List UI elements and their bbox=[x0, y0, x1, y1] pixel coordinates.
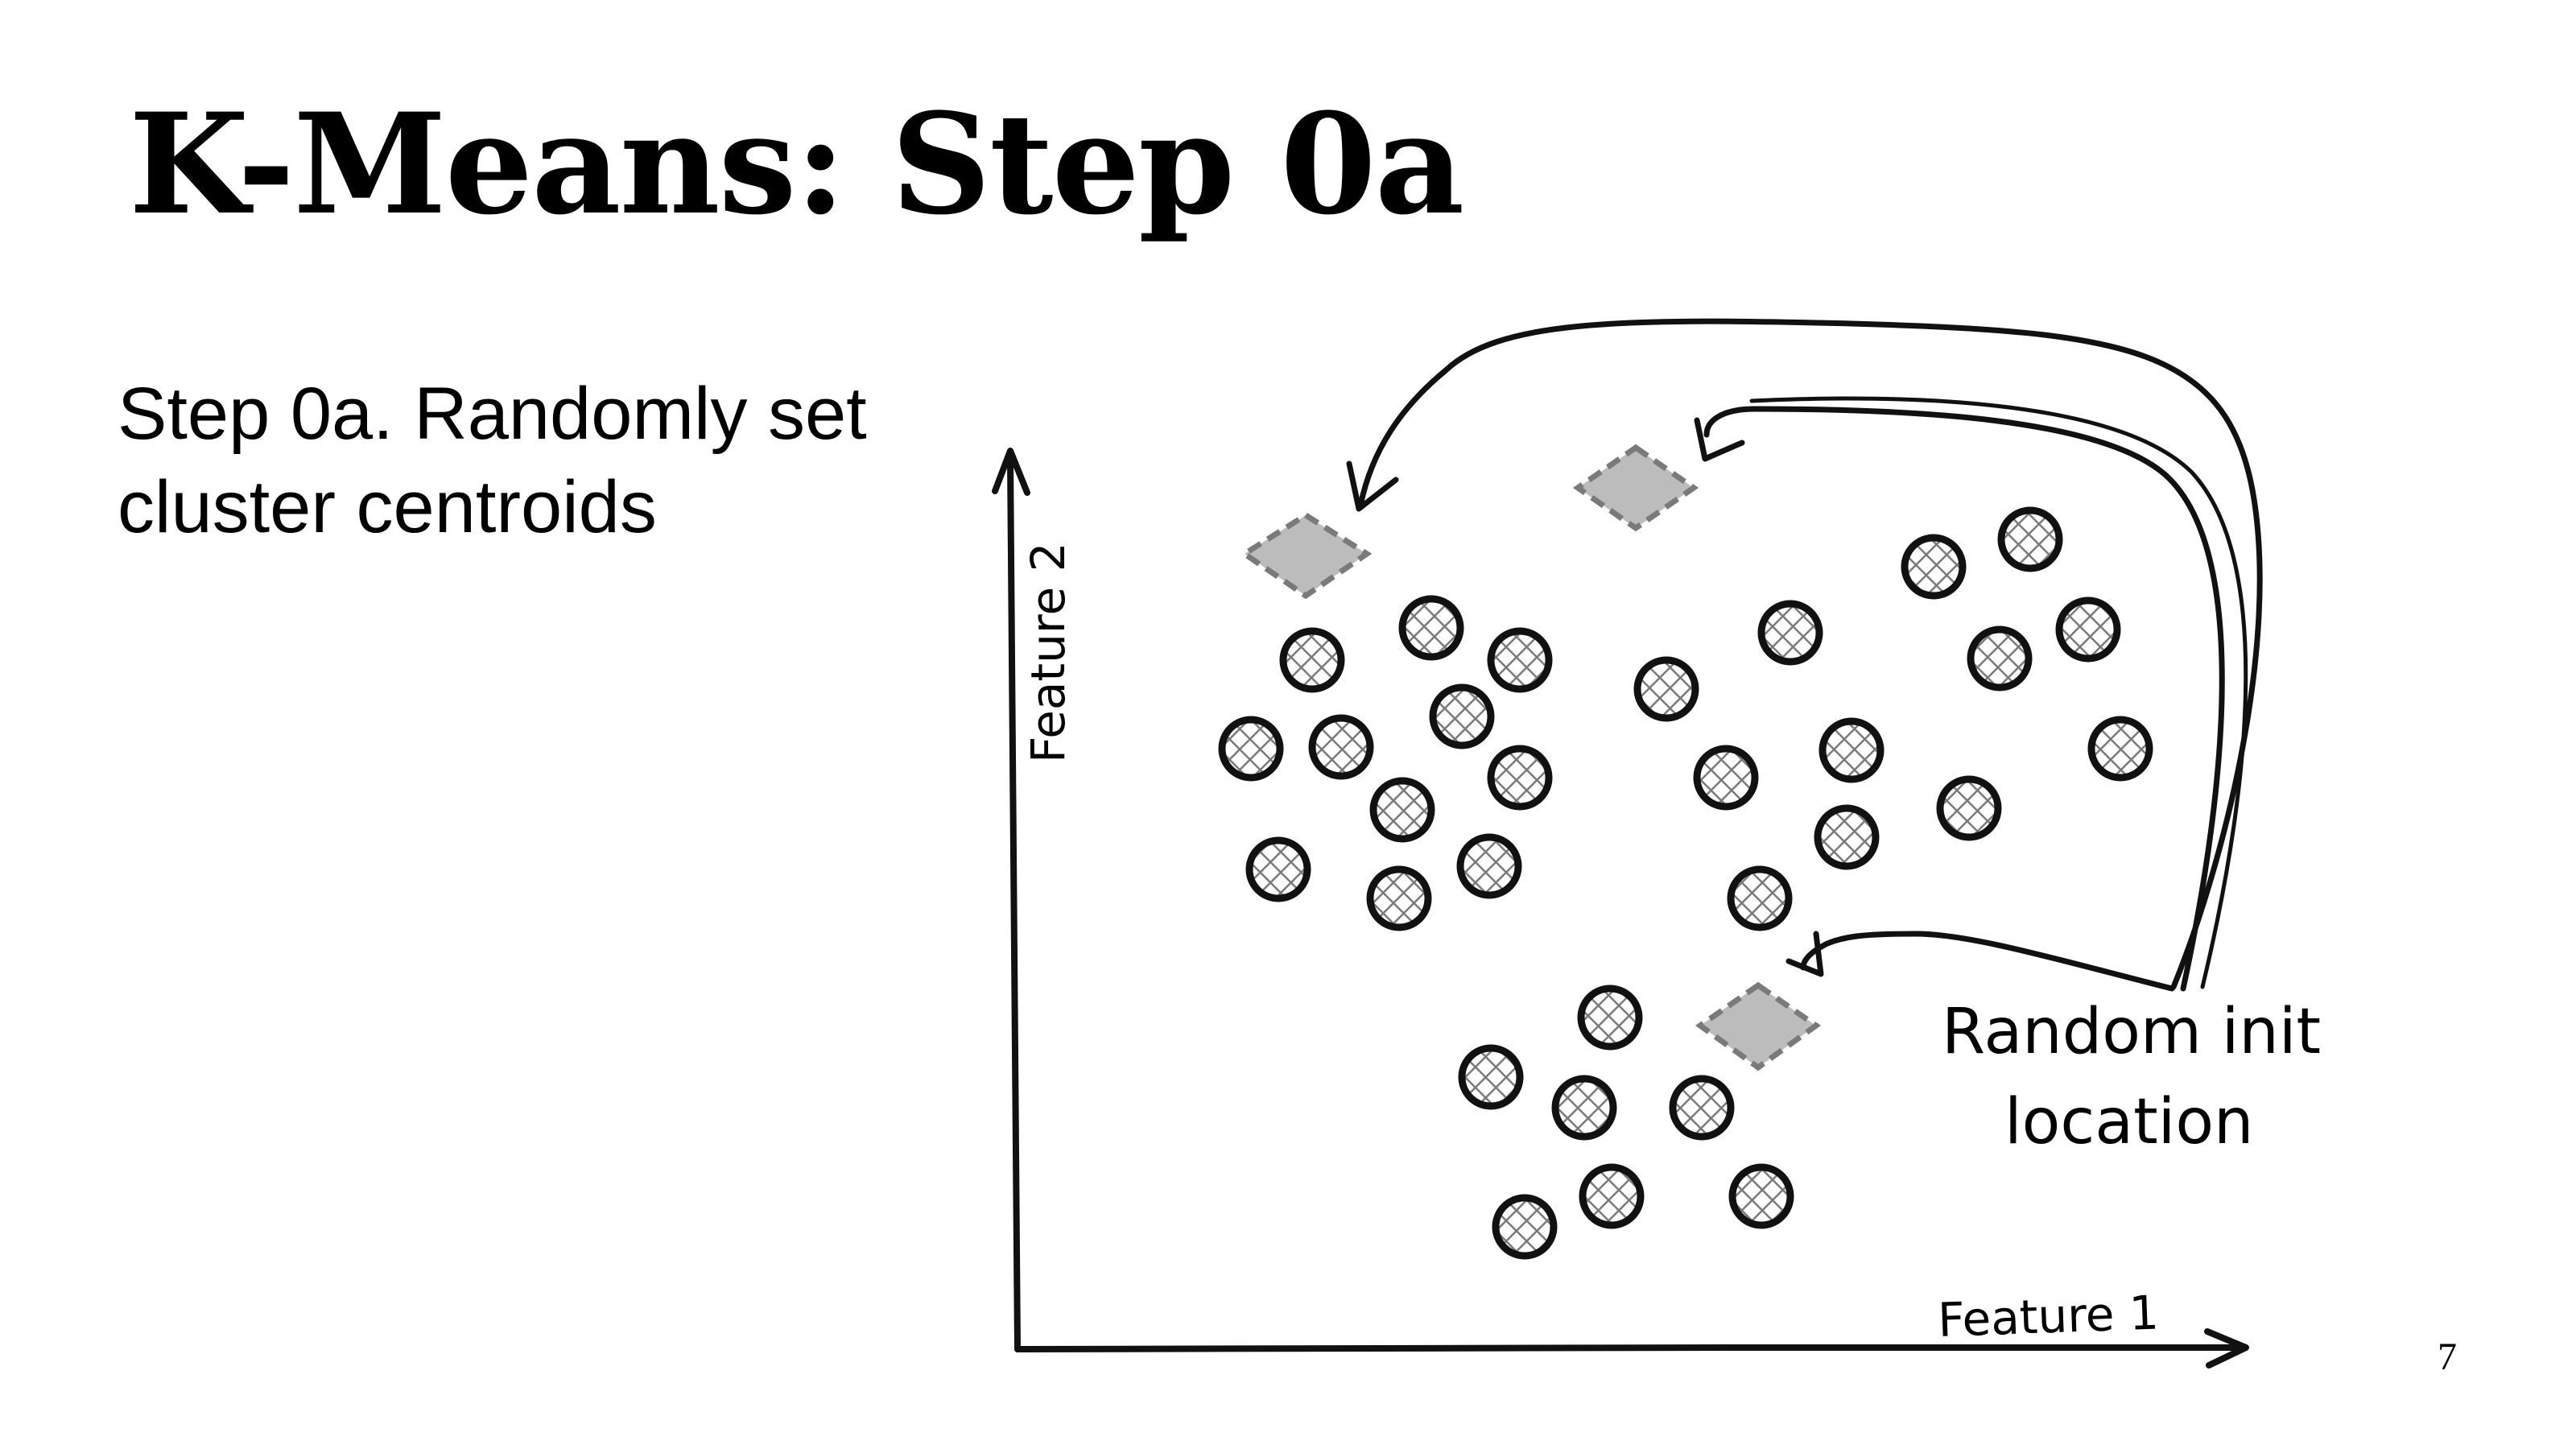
data-point bbox=[1577, 985, 1643, 1051]
data-point bbox=[1579, 1163, 1645, 1229]
data-point bbox=[1814, 804, 1880, 870]
data-point bbox=[1366, 865, 1432, 931]
data-point bbox=[2087, 716, 2153, 782]
data-point bbox=[1429, 683, 1495, 749]
y-axis bbox=[992, 448, 1030, 1352]
annotation-line-2: location bbox=[2004, 1086, 2254, 1158]
data-point bbox=[1997, 506, 2063, 572]
data-point bbox=[1551, 1075, 1617, 1141]
arrow-to-centroid-3 bbox=[1785, 931, 2175, 992]
step-description: Step 0a. Randomly set cluster centroids bbox=[118, 373, 867, 548]
data-point bbox=[1458, 1044, 1524, 1110]
page-number: 7 bbox=[2438, 1335, 2457, 1378]
data-point bbox=[1308, 714, 1374, 780]
data-point bbox=[1818, 717, 1885, 783]
data-point bbox=[1669, 1075, 1735, 1141]
arrow-to-centroid-2 bbox=[1694, 396, 2248, 992]
data-point bbox=[1967, 625, 2033, 691]
data-point bbox=[1279, 627, 1345, 693]
annotation-line-1: Random init bbox=[1942, 996, 2321, 1068]
data-point bbox=[1633, 656, 1699, 722]
data-point bbox=[1218, 716, 1284, 782]
slide-title: K-Means: Step 0a bbox=[129, 82, 1464, 246]
x-axis bbox=[1014, 1328, 2249, 1368]
centroid-marker bbox=[1572, 444, 1699, 532]
arrow-to-centroid-1 bbox=[1346, 318, 2263, 990]
centroid-marker bbox=[1239, 511, 1373, 600]
data-point bbox=[1757, 600, 1823, 666]
data-point bbox=[2055, 597, 2121, 663]
data-point bbox=[1487, 745, 1553, 811]
data-point bbox=[1398, 595, 1464, 661]
data-point bbox=[1369, 777, 1435, 843]
data-point bbox=[1936, 775, 2002, 841]
data-point bbox=[1456, 833, 1522, 899]
data-point bbox=[1487, 627, 1553, 693]
data-point bbox=[1727, 865, 1793, 931]
centroid-marker bbox=[1695, 981, 1822, 1071]
data-point bbox=[1492, 1194, 1558, 1260]
data-point bbox=[1693, 745, 1759, 811]
data-point bbox=[1728, 1163, 1794, 1229]
x-axis-label: Feature 1 bbox=[1937, 1285, 2160, 1348]
y-axis-label: Feature 2 bbox=[1021, 542, 1075, 763]
data-point bbox=[1901, 534, 1967, 600]
data-point bbox=[1245, 836, 1311, 902]
